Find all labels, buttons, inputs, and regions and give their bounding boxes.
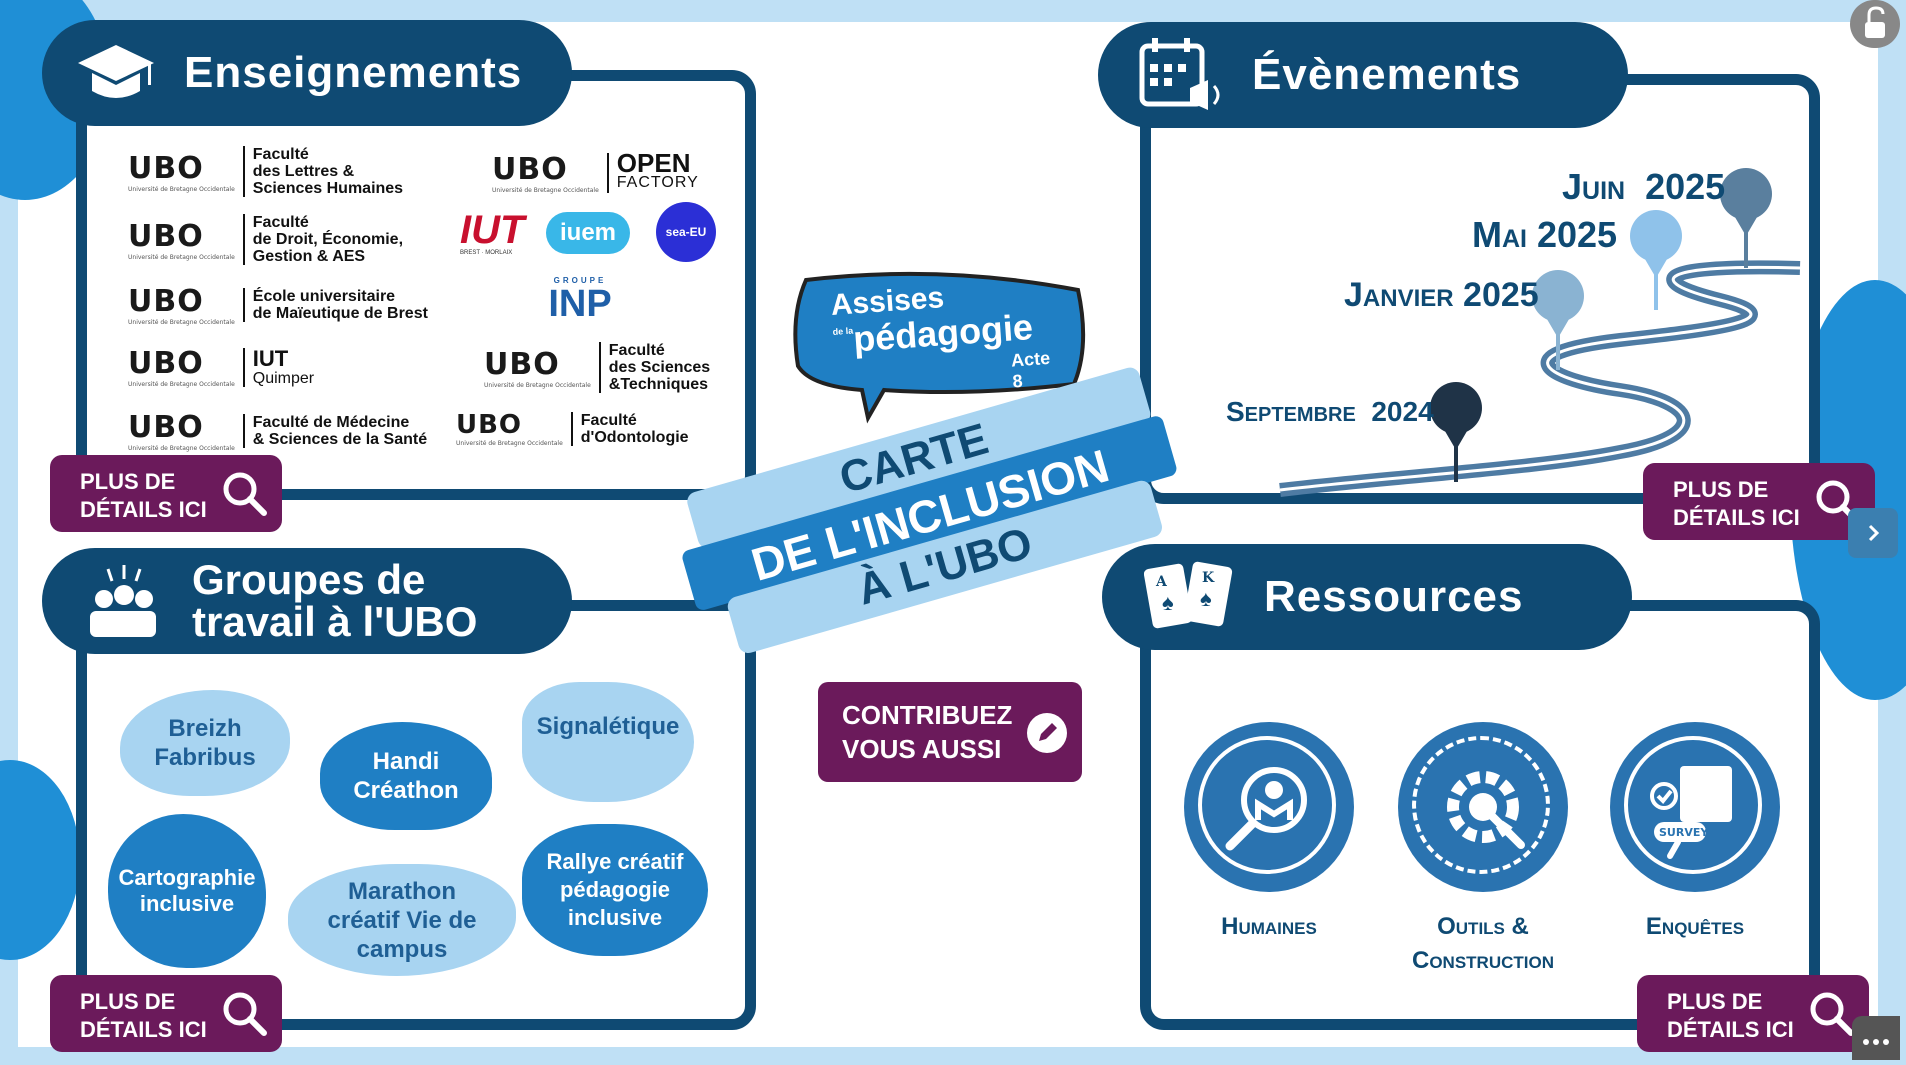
logo-sea-eu[interactable]: sea-EU bbox=[656, 202, 716, 262]
group-signaletique[interactable]: Signalétique bbox=[522, 682, 694, 802]
groupes-title-line1: Groupes de bbox=[192, 556, 426, 603]
svg-text:♠: ♠ bbox=[1162, 590, 1174, 615]
svg-text:♠: ♠ bbox=[1200, 586, 1212, 611]
calendar-megaphone-icon bbox=[1139, 38, 1220, 110]
ressources-title: Ressources bbox=[1264, 572, 1524, 621]
people-search-icon bbox=[1225, 767, 1307, 851]
timeline-road bbox=[1279, 260, 1801, 497]
search-icon bbox=[223, 472, 267, 516]
survey-icon: SURVEY bbox=[1650, 766, 1732, 859]
svg-text:K: K bbox=[1202, 570, 1215, 586]
group-breizh-fabribus[interactable]: Breizh Fabribus bbox=[120, 690, 290, 796]
groupes-more-button[interactable]: Plus dedétails ici bbox=[50, 975, 282, 1052]
unlock-button[interactable] bbox=[1850, 0, 1900, 48]
contribute-button[interactable]: CONTRIBUEZ VOUS AUSSI bbox=[818, 682, 1082, 782]
search-icon bbox=[223, 992, 267, 1036]
group-marathon-creatif[interactable]: Marathon créatif Vie de campus bbox=[288, 864, 516, 976]
resource-outils-label[interactable]: Outils & Construction bbox=[1412, 913, 1554, 974]
timeline-label-janvier[interactable]: Janvier 2025 bbox=[1344, 276, 1539, 314]
resource-humaines-label[interactable]: Humaines bbox=[1221, 913, 1317, 940]
timeline-pin-juin[interactable] bbox=[1718, 166, 1774, 272]
evenements-more-button[interactable]: Plus dedétails ici bbox=[1643, 463, 1875, 540]
unlock-icon bbox=[1865, 6, 1885, 38]
assises-logo[interactable]: Assises de la pédagogie Acte 8 bbox=[792, 266, 1086, 424]
enseignements-header[interactable]: Enseignements bbox=[42, 20, 572, 126]
more-menu-button[interactable] bbox=[1852, 1016, 1900, 1060]
logo-inp[interactable]: GROUPE INP bbox=[548, 276, 612, 325]
timeline-pin-mai[interactable] bbox=[1628, 208, 1684, 314]
timeline-label-mai[interactable]: Mai 2025 bbox=[1472, 214, 1618, 255]
timeline-label-juin[interactable]: Juin 2025 bbox=[1562, 166, 1726, 207]
evenements-panel bbox=[1140, 74, 1820, 504]
logo-iuem[interactable]: iuem bbox=[546, 212, 630, 254]
groupes-header[interactable]: Groupes de travail à l'UBO bbox=[42, 548, 572, 654]
more-dots-icon bbox=[1863, 1039, 1889, 1045]
resource-enquetes-button[interactable]: SURVEY bbox=[1610, 722, 1780, 892]
resource-outils-button[interactable] bbox=[1398, 722, 1568, 892]
timeline-pin-janvier[interactable] bbox=[1530, 268, 1586, 374]
resource-enquetes-label[interactable]: Enquêtes bbox=[1645, 913, 1745, 940]
chevron-right-icon bbox=[1868, 524, 1880, 542]
enseignements-title: Enseignements bbox=[184, 48, 523, 97]
resource-humaines-button[interactable] bbox=[1184, 722, 1354, 892]
graduation-cap-icon bbox=[78, 45, 154, 98]
evenements-title: Évènements bbox=[1252, 50, 1522, 99]
enseignements-panel bbox=[76, 70, 756, 500]
group-rallye-creatif[interactable]: Rallye créatif pédagogie inclusive bbox=[522, 824, 708, 956]
next-button[interactable] bbox=[1848, 508, 1898, 558]
timeline-label-septembre[interactable]: Septembre 2024 bbox=[1226, 396, 1434, 427]
gear-tools-icon bbox=[1447, 771, 1525, 849]
group-cartographie-inclusive[interactable]: Cartographie inclusive bbox=[108, 814, 266, 968]
group-handi-creathon[interactable]: Handi Créathon bbox=[320, 722, 492, 830]
search-icon bbox=[1810, 992, 1854, 1036]
timeline-pin-septembre[interactable] bbox=[1428, 380, 1484, 486]
svg-text:A: A bbox=[1155, 574, 1168, 590]
groupes-title-line2: travail à l'UBO bbox=[192, 598, 478, 645]
logo-iut[interactable]: IUT BREST · MORLAIX bbox=[460, 208, 525, 256]
team-group-icon bbox=[90, 565, 156, 637]
enseignements-more-button[interactable]: Plus dedétails ici bbox=[50, 455, 282, 532]
evenements-header[interactable]: Évènements bbox=[1098, 22, 1628, 128]
ressources-more-button[interactable]: Plus dedétails ici bbox=[1637, 975, 1869, 1052]
speech-bubble-icon bbox=[793, 271, 1086, 424]
svg-text:SURVEY: SURVEY bbox=[1659, 826, 1709, 839]
pencil-icon bbox=[1027, 713, 1067, 753]
